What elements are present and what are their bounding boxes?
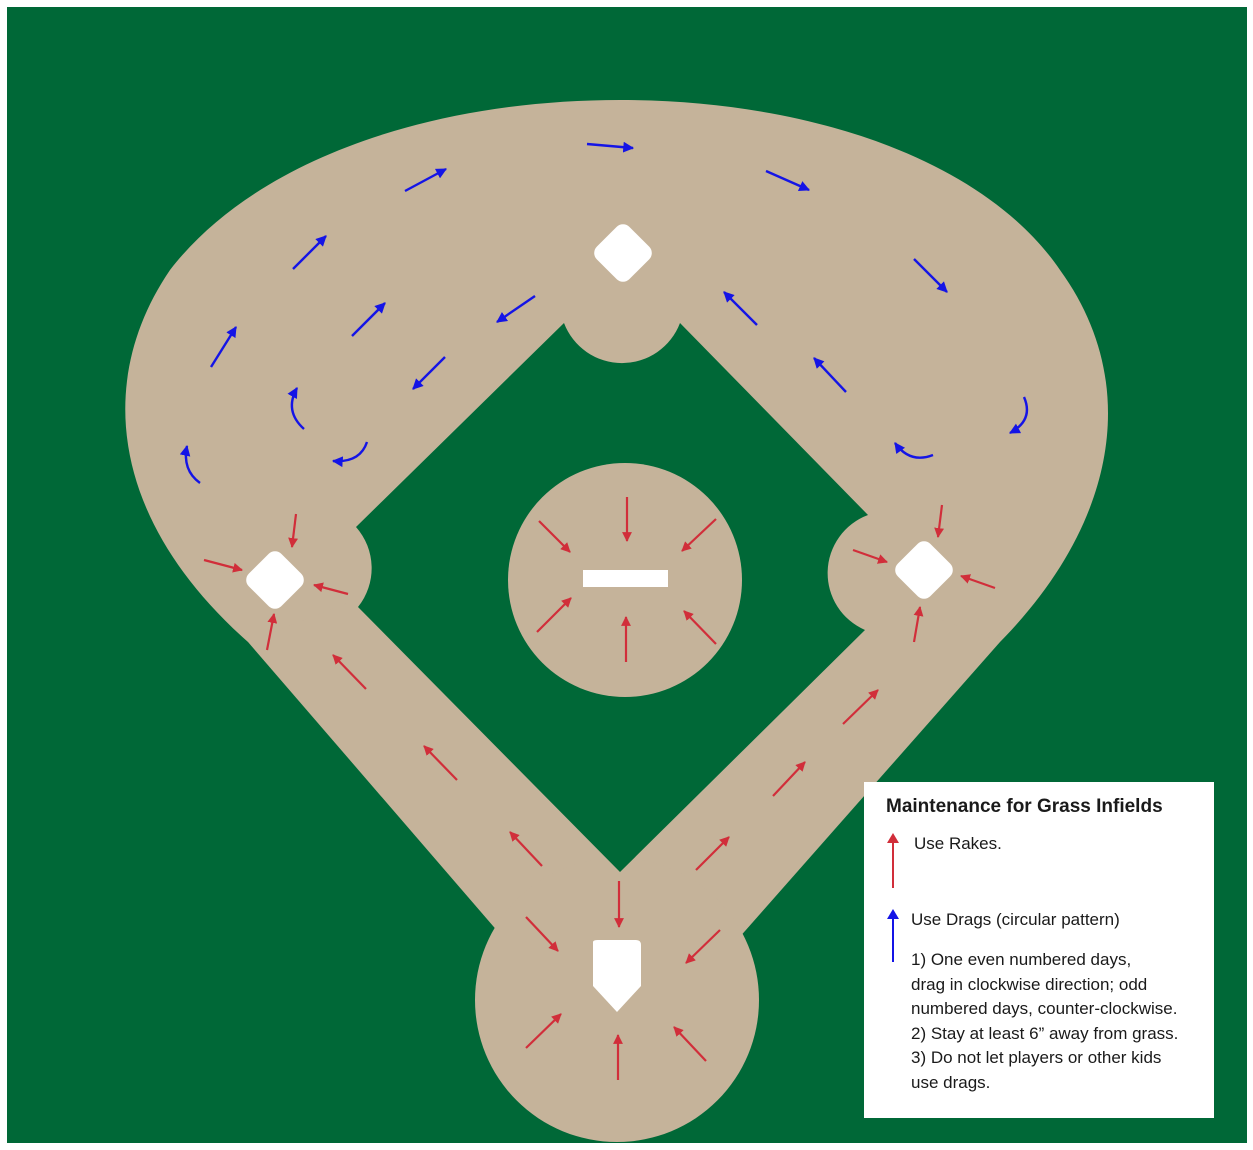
legend-notes: 1) One even numbered days, drag in clock… [911, 948, 1214, 1095]
legend-note-line: 3) Do not let players or other kids [911, 1046, 1214, 1071]
legend-box: Maintenance for Grass Infields Use Rakes… [864, 782, 1214, 1118]
legend-note-line: numbered days, counter-clockwise. [911, 997, 1214, 1022]
legend-rakes-label: Use Rakes. [914, 834, 1002, 854]
legend-note-line: use drags. [911, 1071, 1214, 1096]
pitchers-rubber [583, 570, 668, 587]
legend-note-line: drag in clockwise direction; odd [911, 973, 1214, 998]
legend-note-line: 1) One even numbered days, [911, 948, 1214, 973]
red-arrow-icon [886, 832, 900, 890]
legend-drags-label: Use Drags (circular pattern) [911, 910, 1120, 930]
legend-rakes-row: Use Rakes. [886, 832, 1214, 908]
legend-drags-row: Use Drags (circular pattern) [886, 908, 1214, 948]
legend-note-line: 2) Stay at least 6” away from grass. [911, 1022, 1214, 1047]
blue-arrow-icon [886, 908, 900, 964]
legend-title: Maintenance for Grass Infields [886, 796, 1214, 818]
